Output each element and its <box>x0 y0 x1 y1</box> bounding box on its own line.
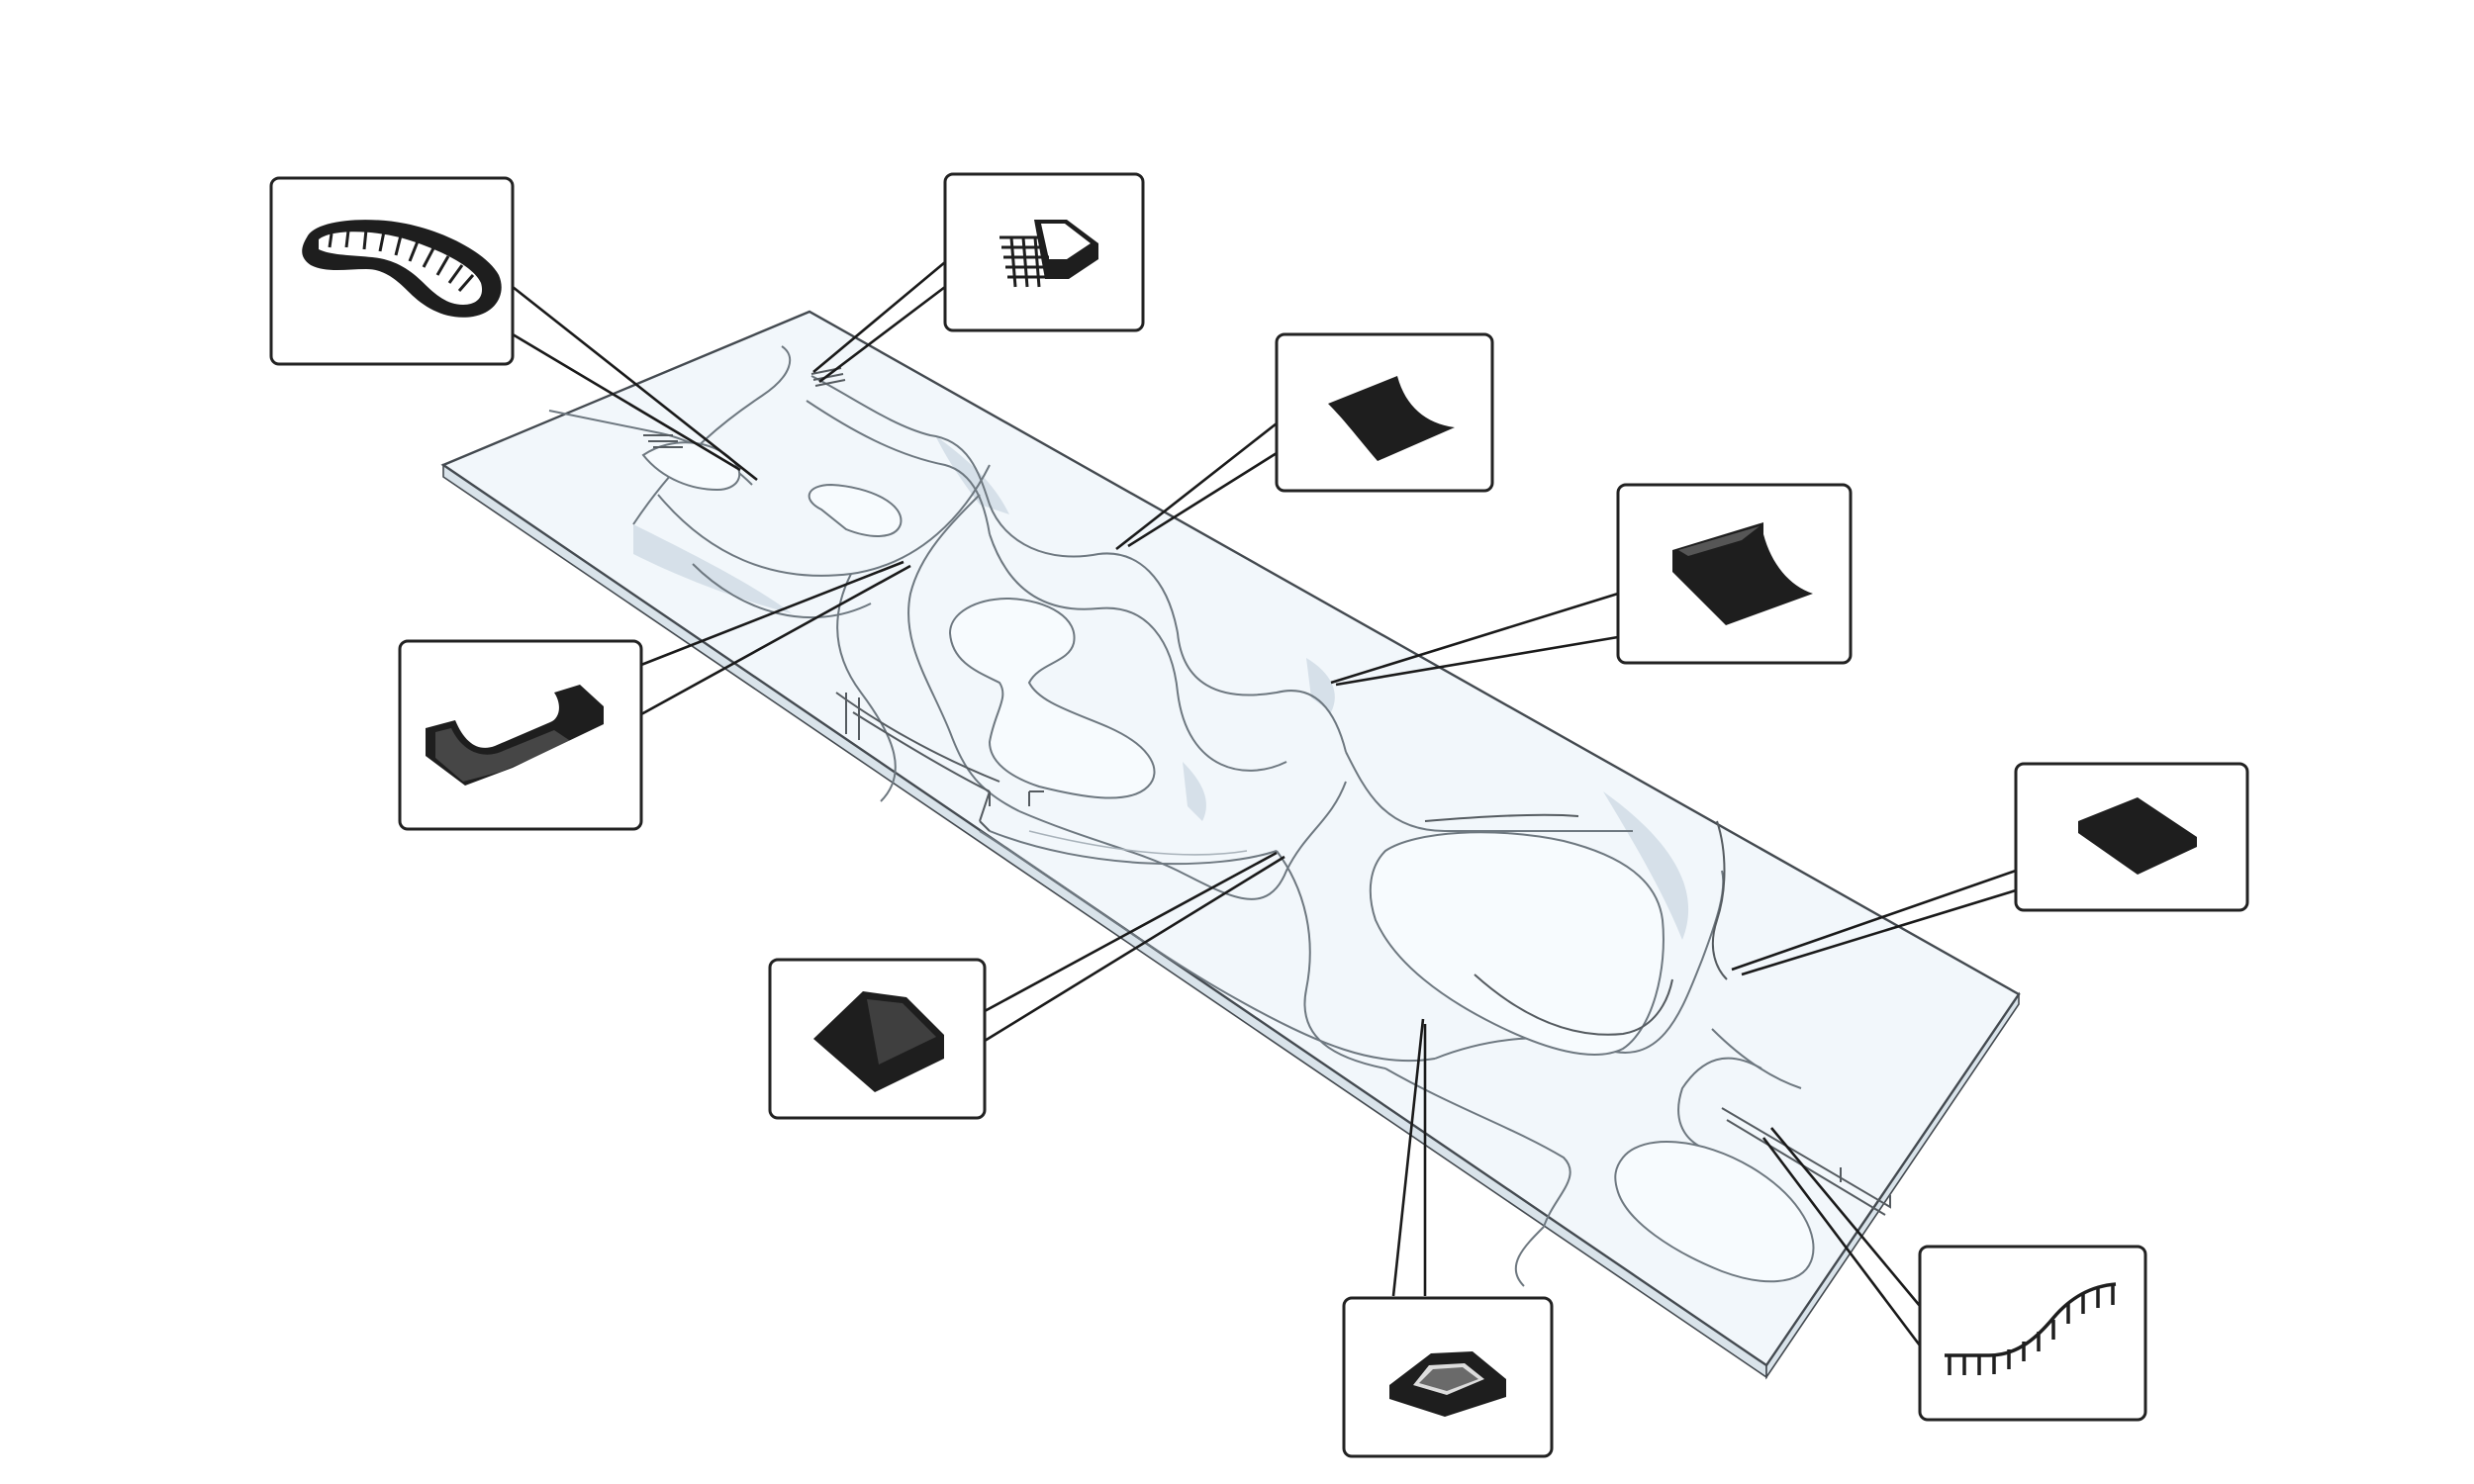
quarter-pipe-ramp-icon <box>1672 522 1813 625</box>
leader-lines <box>512 261 2017 1346</box>
callout-hubba-rail <box>1918 1245 2147 1422</box>
callout-mini-ramp <box>398 639 643 831</box>
skatepark-plan <box>440 310 2021 1380</box>
callout-stair-set <box>943 172 1145 332</box>
mini-ramp-icon <box>426 685 604 786</box>
callout-bowl <box>269 176 515 366</box>
callout-flat-box <box>2014 762 2249 912</box>
bank-ramp-icon <box>813 991 944 1092</box>
rail-icon <box>1945 1282 2117 1375</box>
quarter-pipe-icon <box>1328 376 1455 461</box>
callout-quarter-pipe <box>1275 332 1494 493</box>
callout-pyramid <box>1342 1296 1554 1458</box>
pyramid-icon <box>1389 1351 1506 1417</box>
small-oval-island <box>808 483 903 537</box>
end-pool-island <box>1614 1141 1815 1283</box>
bowl-icon <box>302 220 502 318</box>
large-round-island <box>1369 831 1665 1056</box>
callout-bank-ramp <box>768 958 987 1120</box>
callout-quarter-pipe-ramp <box>1616 483 1853 665</box>
stair-set-icon <box>999 220 1098 288</box>
flat-box-icon <box>2078 797 2197 875</box>
inner-pool-island <box>948 597 1156 799</box>
